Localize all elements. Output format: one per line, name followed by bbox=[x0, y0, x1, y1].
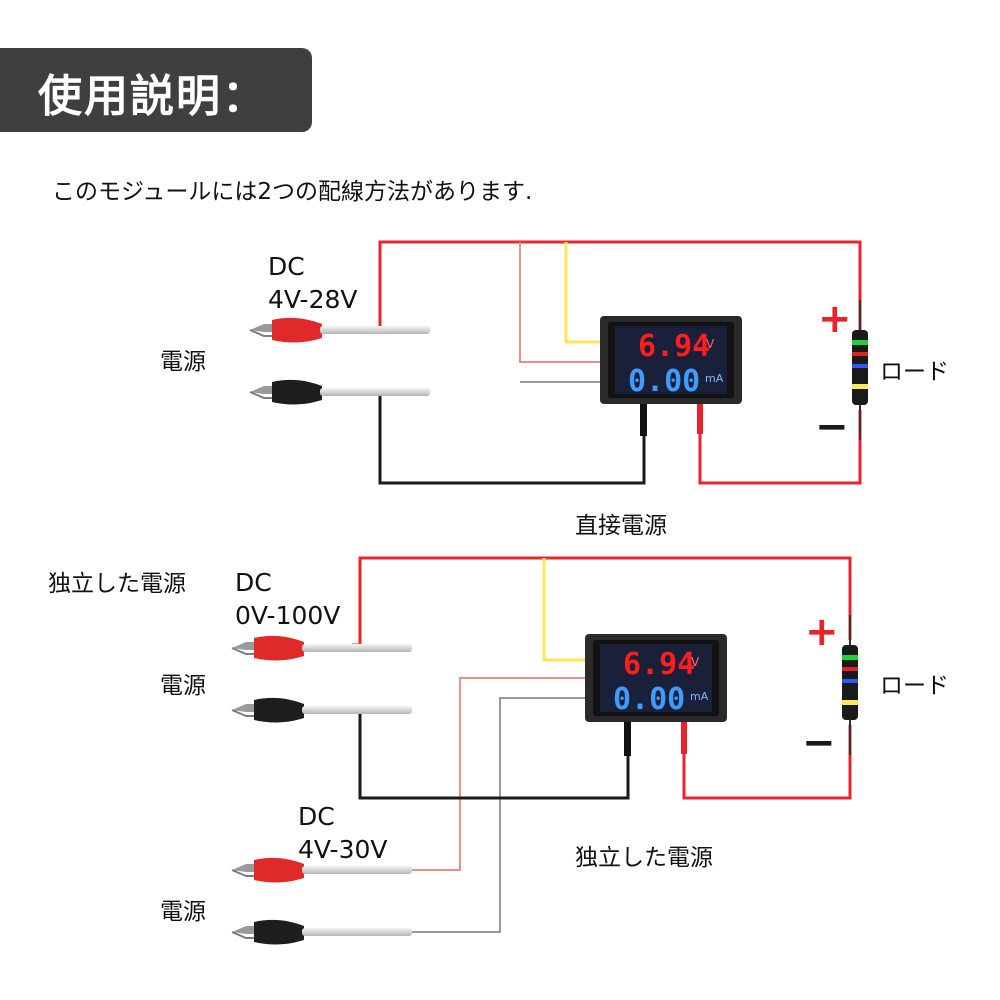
black-clip-source bbox=[249, 378, 431, 406]
load1-plus-sign: + bbox=[818, 296, 852, 342]
red-clip-source1 bbox=[231, 634, 413, 662]
page-title: 使用説明： bbox=[38, 71, 268, 122]
d2-independent-label: 独立した電源 bbox=[48, 571, 186, 597]
d2-source1-range: DC 0V-100V bbox=[235, 568, 341, 630]
black-wire-ground bbox=[372, 390, 646, 485]
red-clip-source bbox=[249, 316, 431, 344]
d2-load-label: ロード bbox=[880, 673, 949, 699]
d1-load-label: ロード bbox=[880, 359, 949, 385]
load-resistor-1 bbox=[852, 300, 868, 440]
meter2-current-readout: 0.00 bbox=[613, 682, 685, 717]
red-wire-shunt-to-load-2 bbox=[682, 725, 852, 800]
voltmeter-ammeter-2 bbox=[585, 634, 727, 722]
black-clip-source2 bbox=[231, 918, 413, 946]
red-wire-source1-to-load bbox=[352, 556, 852, 647]
diagram-independent-power bbox=[231, 556, 858, 946]
load2-plus-sign: + bbox=[805, 609, 839, 655]
meter1-current-unit: mA bbox=[705, 372, 724, 385]
load-resistor-2 bbox=[842, 615, 858, 755]
meter2-current-unit: mA bbox=[690, 690, 709, 703]
black-wire-ground-2 bbox=[352, 706, 630, 800]
yellow-wire-meter-2 bbox=[542, 558, 590, 662]
red-wire-shunt-to-load bbox=[698, 410, 862, 485]
title-banner bbox=[0, 48, 312, 132]
meter2-voltage-unit: V bbox=[691, 655, 700, 669]
d1-source-range: DC 4V-28V bbox=[268, 252, 358, 314]
pink-wire-meter bbox=[519, 242, 603, 363]
d2-source1-label: 電源 bbox=[160, 673, 206, 699]
yellow-wire-meter bbox=[564, 242, 603, 344]
d2-caption: 独立した電源 bbox=[575, 845, 713, 871]
diagram-direct-power bbox=[249, 240, 868, 485]
meter1-voltage-unit: V bbox=[706, 337, 715, 351]
d1-caption: 直接電源 bbox=[575, 513, 667, 539]
intro-text: このモジュールには2つの配線方法があります. bbox=[52, 179, 533, 205]
d2-source2-label: 電源 bbox=[160, 899, 206, 925]
black-clip-source1 bbox=[231, 696, 413, 724]
load1-minus-sign: − bbox=[815, 404, 849, 450]
voltmeter-ammeter-1 bbox=[600, 316, 742, 404]
meter1-current-readout: 0.00 bbox=[628, 364, 700, 399]
meter2-voltage-readout: 6.94 bbox=[623, 647, 695, 682]
d1-source-label: 電源 bbox=[160, 349, 206, 375]
d2-source2-range: DC 4V-30V bbox=[298, 802, 388, 864]
meter1-voltage-readout: 6.94 bbox=[638, 329, 710, 364]
gray-wire-source2 bbox=[352, 697, 590, 933]
load2-minus-sign: − bbox=[802, 720, 836, 766]
